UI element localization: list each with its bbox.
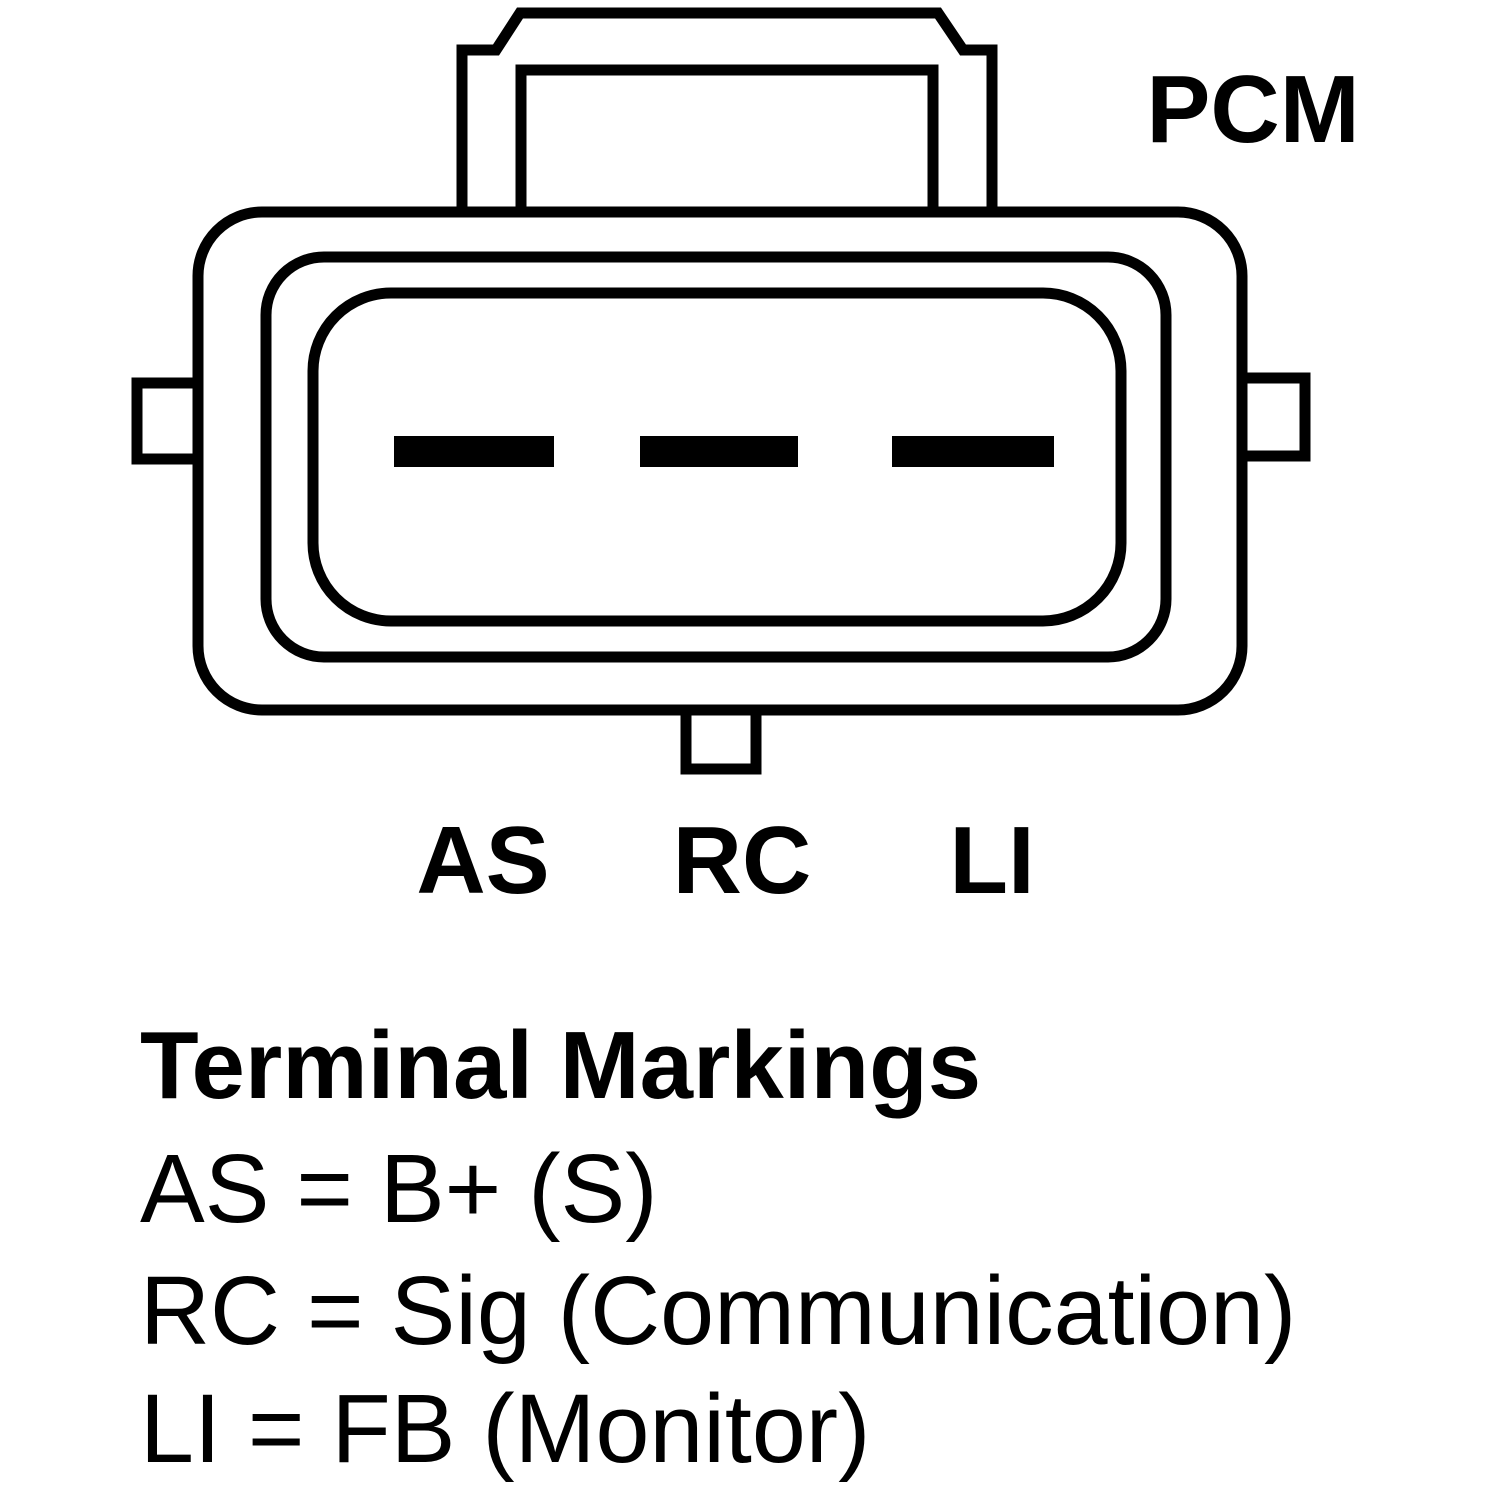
connector-middle-outline xyxy=(260,251,1172,663)
connector-inner-outline xyxy=(307,287,1127,627)
top-tab xyxy=(456,7,998,222)
legend-line-li: LI = FB (Monitor) xyxy=(140,1374,870,1483)
legend-line-as: AS = B+ (S) xyxy=(140,1134,658,1243)
bottom-key-tab xyxy=(680,699,762,775)
left-key-tab xyxy=(131,377,209,465)
terminal-slot-li xyxy=(892,436,1054,467)
right-key-tab xyxy=(1232,372,1311,462)
pcm-label: PCM xyxy=(1146,56,1359,163)
terminal-label-rc: RC xyxy=(673,807,812,914)
legend-heading: Terminal Markings xyxy=(140,1012,981,1119)
terminal-slot-as xyxy=(394,436,554,467)
terminal-label-li: LI xyxy=(949,807,1034,914)
legend-line-rc: RC = Sig (Communication) xyxy=(140,1256,1296,1365)
terminal-slot-rc xyxy=(640,436,798,467)
terminal-label-as: AS xyxy=(416,807,549,914)
